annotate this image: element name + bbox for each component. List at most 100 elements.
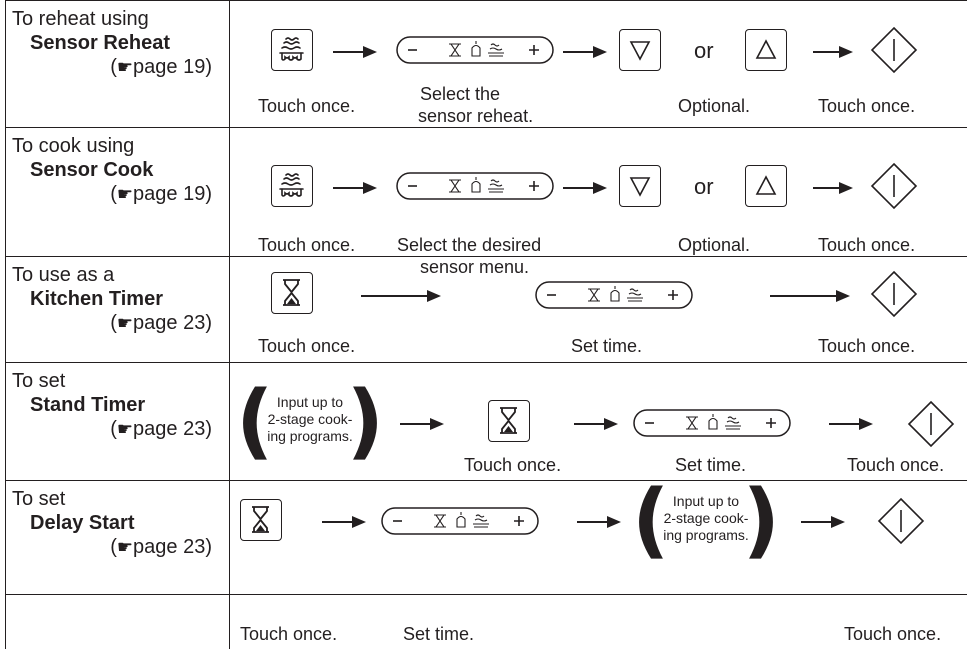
arrow-icon [574, 417, 620, 431]
label-feature: Sensor Cook [30, 159, 154, 181]
step-caption: Touch once. [258, 336, 356, 356]
label-page-ref: (☛page 23) [110, 312, 212, 334]
step-caption: sensor reheat. [418, 106, 534, 126]
row-label: To reheat using Sensor Reheat (☛page 19) [12, 7, 222, 79]
up-key-icon [745, 29, 787, 71]
timer-key-icon [240, 499, 282, 541]
step-caption: Touch once. [818, 336, 916, 356]
dial-icon [633, 409, 791, 437]
arrow-icon [770, 289, 852, 303]
sensor-key-icon [271, 165, 313, 207]
arrow-icon [577, 515, 623, 529]
step-caption: Touch once. [818, 96, 916, 116]
dial-icon [381, 507, 539, 535]
arrow-icon [400, 417, 446, 431]
row-stand-timer: To set Stand Timer (☛page 23) ( Input up… [0, 362, 967, 480]
arrow-icon [563, 181, 609, 195]
label-feature: Delay Start [30, 512, 135, 534]
pointing-hand-icon: ☛ [116, 313, 134, 333]
pointing-hand-icon: ☛ [116, 537, 134, 557]
timer-key-icon [271, 272, 313, 314]
label-intro: To set [12, 488, 66, 510]
step-caption: Optional. [678, 235, 751, 255]
column-divider [229, 0, 230, 649]
label-feature: Sensor Reheat [30, 32, 171, 54]
start-key-icon [870, 162, 918, 210]
row-kitchen-timer: To use as a Kitchen Timer (☛page 23) Tou… [0, 256, 967, 362]
or-text: or [694, 174, 714, 199]
step-caption: Touch once. [258, 96, 356, 116]
row-sensor-reheat: To reheat using Sensor Reheat (☛page 19)… [0, 0, 967, 127]
label-feature: Stand Timer [30, 394, 146, 416]
row-divider [5, 594, 967, 595]
timer-key-icon [488, 400, 530, 442]
up-key-icon [745, 165, 787, 207]
or-text: or [694, 38, 714, 63]
label-feature: Kitchen Timer [30, 288, 163, 310]
note-text: Input up to 2-stage cook- ing programs. [663, 493, 749, 543]
start-key-icon [870, 270, 918, 318]
pointing-hand-icon: ☛ [116, 184, 134, 204]
row-label: To set Delay Start (☛page 23) [12, 487, 222, 559]
row-label: To use as a Kitchen Timer (☛page 23) [12, 263, 222, 335]
row-divider [5, 127, 967, 128]
paren-right: ) [346, 374, 384, 469]
row-divider [5, 256, 967, 257]
step-caption: Select the desired [397, 235, 542, 255]
label-intro: To cook using [12, 135, 135, 157]
arrow-icon [322, 515, 368, 529]
paren-left: ( [236, 374, 274, 469]
row-label: To set Stand Timer (☛page 23) [12, 369, 222, 441]
dial-icon [535, 281, 693, 309]
start-key-icon [907, 400, 955, 448]
row-label: To cook using Sensor Cook (☛page 19) [12, 134, 222, 206]
start-key-icon [877, 497, 925, 545]
pointing-hand-icon: ☛ [116, 419, 134, 439]
label-page-ref: (☛page 19) [110, 56, 212, 78]
paren-right: ) [742, 473, 780, 568]
table-border-left [5, 0, 6, 649]
step-caption: Touch once. [844, 624, 942, 644]
row-divider [5, 480, 967, 481]
step-caption: Set time. [403, 624, 475, 644]
arrow-icon [333, 181, 379, 195]
arrow-icon [829, 417, 875, 431]
note-programs: ( Input up to 2-stage cook- ing programs… [632, 473, 780, 568]
down-key-icon [619, 29, 661, 71]
label-intro: To use as a [12, 264, 115, 286]
label-page-ref: (☛page 23) [110, 418, 212, 440]
note-text: Input up to 2-stage cook- ing programs. [267, 394, 353, 444]
arrow-icon [801, 515, 847, 529]
table-border-top [5, 0, 967, 1]
sensor-key-icon [271, 29, 313, 71]
step-caption: Touch once. [258, 235, 356, 255]
note-programs: ( Input up to 2-stage cook- ing programs… [236, 374, 384, 469]
arrow-icon [813, 45, 855, 59]
step-caption: sensor menu. [420, 257, 530, 277]
step-caption: Touch once. [240, 624, 338, 644]
step-caption: Touch once. [464, 455, 562, 475]
dial-icon [396, 172, 554, 200]
row-sensor-cook: To cook using Sensor Cook (☛page 19) or … [0, 127, 967, 277]
label-page-ref: (☛page 19) [110, 183, 212, 205]
step-caption: Touch once. [847, 455, 945, 475]
arrow-icon [563, 45, 609, 59]
paren-left: ( [632, 473, 670, 568]
label-page-ref: (☛page 23) [110, 536, 212, 558]
step-caption: Optional. [678, 96, 751, 116]
arrow-icon [333, 45, 379, 59]
row-divider [5, 362, 967, 363]
step-caption: Select the [420, 84, 501, 104]
label-intro: To reheat using [12, 8, 149, 30]
label-intro: To set [12, 370, 66, 392]
step-caption: Touch once. [818, 235, 916, 255]
step-caption: Set time. [675, 455, 747, 475]
step-caption: Set time. [571, 336, 643, 356]
dial-icon [396, 36, 554, 64]
arrow-icon [813, 181, 855, 195]
down-key-icon [619, 165, 661, 207]
pointing-hand-icon: ☛ [116, 57, 134, 77]
row-delay-start: To set Delay Start (☛page 23) ( Input up… [0, 480, 967, 649]
start-key-icon [870, 26, 918, 74]
